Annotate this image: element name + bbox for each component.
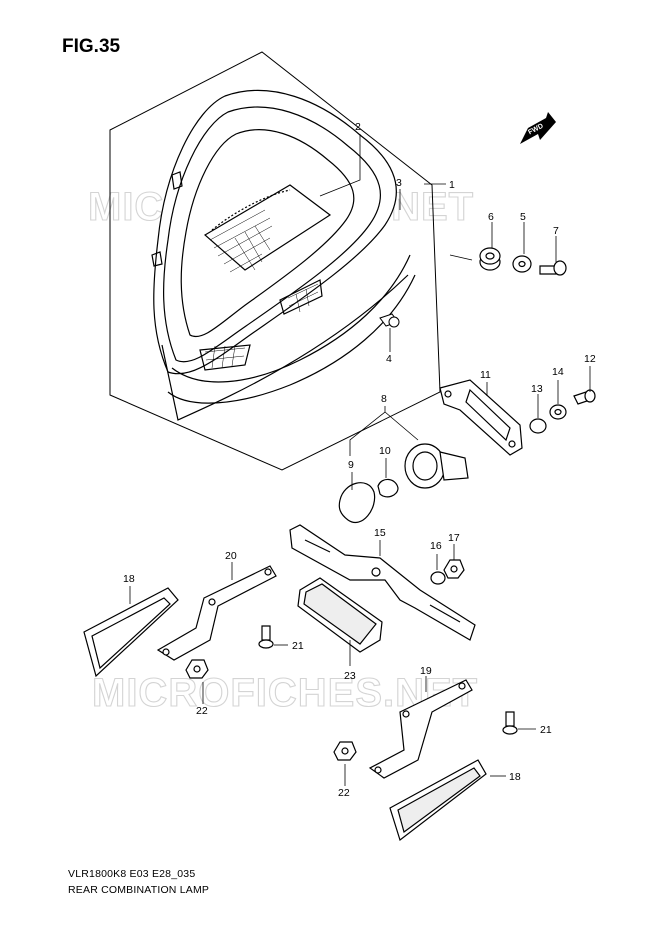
washer-part-5: [512, 255, 532, 273]
screw-part-12: [573, 389, 596, 405]
callout-18-upper: 18: [123, 573, 135, 585]
callout-23: 23: [344, 670, 356, 682]
grommet-part-6: [479, 247, 501, 271]
footer-model-code: VLR1800K8 E03 E28_035: [68, 868, 196, 880]
callout-19: 19: [420, 665, 432, 677]
bracket-part-11: [439, 379, 523, 456]
callout-5: 5: [520, 211, 526, 223]
callout-6: 6: [488, 211, 494, 223]
callout-9: 9: [348, 459, 354, 471]
callout-10: 10: [379, 445, 391, 457]
bulb-part-10: [377, 478, 399, 498]
washer-part-14: [549, 404, 567, 420]
bolt-part-7: [539, 260, 567, 276]
collar-part-13: [529, 418, 547, 434]
screw-part-21-lower: [502, 711, 518, 735]
figure-title: FIG.35: [62, 36, 121, 57]
lens-part-9: [338, 482, 376, 523]
callout-3: 3: [396, 177, 402, 189]
screw-part-4: [379, 313, 400, 328]
screw-part-21-upper: [258, 625, 274, 649]
callout-21-upper: 21: [292, 640, 304, 652]
lamp-housing-assembly: [151, 89, 416, 421]
assembly-group-outline: [109, 51, 441, 471]
footer-diagram-name: REAR COMBINATION LAMP: [68, 884, 210, 896]
callout-11: 11: [480, 369, 491, 381]
lens-pattern: [204, 209, 319, 369]
bracket-part-20: [156, 565, 277, 661]
socket-part-8: [404, 443, 469, 489]
callout-15: 15: [374, 527, 386, 539]
callout-7: 7: [553, 225, 559, 237]
bracket-part-19: [368, 679, 473, 779]
callout-14: 14: [552, 366, 564, 378]
reflector-part-23: [297, 577, 383, 653]
callout-8: 8: [381, 393, 387, 405]
callout-22-upper: 22: [196, 705, 208, 717]
callout-16: 16: [430, 540, 442, 552]
callout-20: 20: [225, 550, 237, 562]
callout-22-lower: 22: [338, 787, 350, 799]
reflector-part-18-upper: [83, 587, 179, 678]
bracket-part-15: [289, 524, 476, 641]
callout-18-lower: 18: [509, 771, 521, 783]
callout-4: 4: [386, 353, 392, 365]
callout-12: 12: [584, 353, 596, 365]
callout-17: 17: [448, 532, 460, 544]
callout-1: 1: [449, 179, 455, 191]
callout-21-lower: 21: [540, 724, 552, 736]
reflector-part-18-lower: [389, 759, 487, 841]
nut-part-22-upper: [185, 659, 209, 679]
forward-direction-badge: FWD: [520, 112, 556, 144]
callout-2: 2: [355, 121, 361, 133]
leader-lines: [129, 134, 591, 786]
washer-part-16: [430, 571, 446, 585]
callout-13: 13: [531, 383, 543, 395]
nut-part-17: [443, 559, 465, 579]
nut-part-22-lower: [333, 741, 357, 761]
